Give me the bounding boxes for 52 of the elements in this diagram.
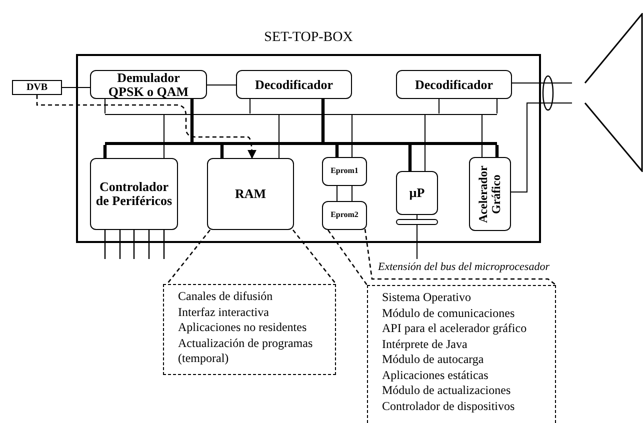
module-box: Demulador QPSK o QAM bbox=[90, 70, 207, 99]
dashed-connector bbox=[292, 230, 336, 284]
dashed-connector bbox=[364, 228, 556, 286]
bus-line bbox=[105, 114, 497, 115]
connector bbox=[510, 102, 572, 192]
content-item: Aplicaciones no residentes bbox=[178, 320, 308, 336]
connector bbox=[336, 186, 352, 202]
connector bbox=[104, 98, 106, 114]
connector bbox=[424, 114, 426, 172]
module-box: Decodificador bbox=[236, 70, 352, 99]
connector bbox=[512, 82, 572, 84]
module-box: RAM bbox=[207, 158, 294, 230]
content-item: Interfaz interactiva bbox=[178, 304, 270, 320]
connector bbox=[416, 214, 418, 220]
connector bbox=[190, 99, 194, 142]
content-item: Módulo de autocarga bbox=[382, 352, 485, 368]
dashed-connector bbox=[327, 230, 368, 286]
module-box: Decodificador bbox=[396, 70, 512, 99]
connector bbox=[495, 145, 499, 157]
module-box: Acelerador Gráfico bbox=[469, 157, 511, 231]
bus-connector bbox=[396, 219, 438, 225]
connector bbox=[416, 224, 418, 260]
connector bbox=[220, 145, 224, 158]
connector bbox=[321, 99, 325, 142]
memory-box: Eprom2 bbox=[322, 201, 367, 230]
content-callout bbox=[163, 284, 336, 375]
bus-line bbox=[105, 142, 497, 145]
content-item: Controlador de dispositivos bbox=[382, 398, 516, 414]
content-callout bbox=[367, 285, 556, 423]
content-item: Sistema Operativo bbox=[382, 290, 472, 306]
dashed-connector bbox=[166, 230, 210, 284]
connector bbox=[278, 114, 280, 158]
content-item: API para el acelerador gráfico bbox=[382, 321, 528, 336]
connector bbox=[408, 145, 412, 171]
input-box: DVB bbox=[12, 80, 62, 95]
connector bbox=[206, 84, 236, 86]
content-item: Intérprete de Java bbox=[382, 336, 468, 352]
content-item: Canales de difusión bbox=[178, 289, 274, 304]
device-title: SET-TOP-BOX bbox=[263, 30, 354, 46]
memory-box: Eprom1 bbox=[322, 157, 367, 186]
module-box: Controlador de Periféricos bbox=[90, 158, 178, 230]
content-item: Módulo de comunicaciones bbox=[382, 306, 516, 321]
content-item: Actualización de programas (temporal) bbox=[178, 336, 314, 366]
module-box: µP bbox=[396, 171, 438, 215]
bus-note: Extensión del bus del microprocesador bbox=[378, 259, 622, 275]
content-item: Aplicaciones estáticas bbox=[382, 368, 490, 383]
connector bbox=[62, 87, 90, 88]
content-item: Módulo de actualizaciones bbox=[382, 383, 512, 398]
connector bbox=[496, 98, 498, 114]
connector bbox=[438, 98, 440, 114]
connector bbox=[335, 145, 339, 157]
connector bbox=[103, 145, 107, 158]
